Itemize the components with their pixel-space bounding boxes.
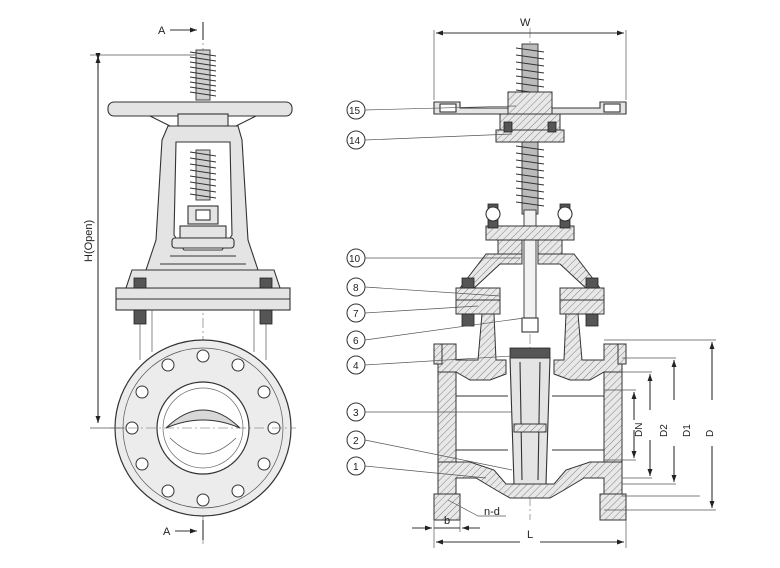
height-label: H(Open) bbox=[83, 220, 95, 262]
left-stem bbox=[189, 49, 217, 101]
width-dimension: W bbox=[433, 17, 627, 100]
right-gland bbox=[485, 203, 575, 255]
length-dimension: L bbox=[433, 520, 627, 548]
left-handwheel bbox=[107, 101, 293, 127]
left-bonnet-flange bbox=[115, 269, 291, 360]
right-stem bbox=[515, 43, 545, 321]
svg-text:15: 15 bbox=[349, 106, 361, 117]
callout-4: 4 bbox=[346, 355, 513, 375]
bolt-holes-leader: n-d bbox=[447, 499, 506, 518]
svg-text:14: 14 bbox=[349, 136, 361, 147]
right-body-flange bbox=[455, 277, 605, 327]
callout-3: 3 bbox=[346, 402, 512, 422]
right-gate bbox=[509, 357, 551, 485]
b-label: b bbox=[444, 515, 450, 527]
svg-text:6: 6 bbox=[353, 336, 359, 347]
d-label: D bbox=[705, 430, 716, 437]
section-mark-bottom: A bbox=[163, 520, 204, 540]
width-label: W bbox=[520, 17, 531, 29]
callouts: 15 14 10 8 7 bbox=[346, 100, 525, 479]
left-yoke bbox=[145, 125, 259, 271]
length-label: L bbox=[527, 529, 533, 541]
callout-15: 15 bbox=[346, 100, 517, 120]
d1-label: D1 bbox=[682, 424, 693, 437]
section-a-top-label: A bbox=[158, 25, 166, 37]
svg-text:3: 3 bbox=[353, 408, 359, 419]
left-view: A bbox=[83, 22, 296, 545]
callout-1: 1 bbox=[346, 456, 487, 479]
flange-thickness-dimension: b bbox=[412, 515, 480, 532]
callout-10: 10 bbox=[346, 248, 520, 268]
diameter-dimensions: DN D2 D1 D bbox=[604, 339, 716, 511]
callout-2: 2 bbox=[346, 430, 513, 471]
callout-6: 6 bbox=[346, 317, 525, 350]
right-view: W bbox=[346, 17, 716, 548]
svg-text:8: 8 bbox=[353, 283, 359, 294]
svg-text:1: 1 bbox=[353, 462, 359, 473]
svg-text:4: 4 bbox=[353, 361, 359, 372]
n-d-label: n-d bbox=[484, 506, 500, 518]
dn-label: DN bbox=[634, 423, 645, 437]
svg-text:7: 7 bbox=[353, 309, 359, 320]
d2-label: D2 bbox=[659, 424, 670, 437]
right-valve-body bbox=[433, 313, 627, 521]
callout-14: 14 bbox=[346, 130, 513, 150]
section-mark-top: A bbox=[158, 22, 204, 40]
callout-8: 8 bbox=[346, 277, 501, 297]
section-a-bottom-label: A bbox=[163, 526, 171, 538]
callout-7: 7 bbox=[346, 303, 479, 323]
svg-text:2: 2 bbox=[353, 436, 359, 447]
height-dimension: H(Open) bbox=[83, 53, 196, 429]
left-end-flange bbox=[110, 339, 296, 517]
svg-text:10: 10 bbox=[349, 254, 361, 265]
right-stem-nut bbox=[495, 91, 565, 143]
